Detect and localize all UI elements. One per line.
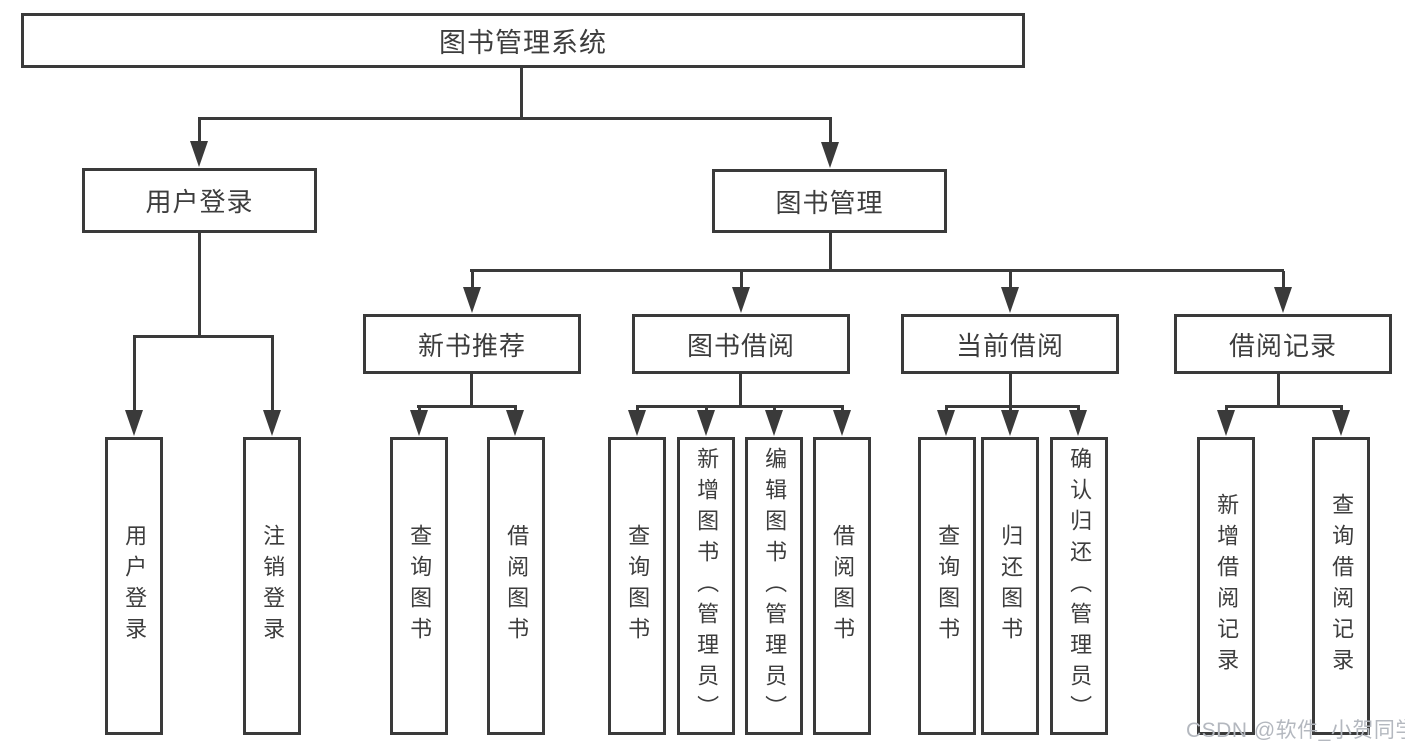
leaf-borrow-books-recommend: 借阅图书 [487,437,545,735]
leaf-borrow-books-borrowing: 借阅图书 [813,437,871,735]
node-user-login: 用户登录 [82,168,317,233]
connector-line [470,374,473,407]
leaf-add-books-admin: 新增图书（管理员） [677,437,735,735]
leaf-logout: 注销登录 [243,437,301,735]
leaf-label: 新增图书（管理员） [694,446,720,726]
connector-line [636,407,639,412]
connector-line [773,407,776,412]
connector-line [829,233,832,271]
connector-line [198,117,832,120]
connector-line [829,119,832,144]
connector-line [705,407,708,412]
connector-line [1277,374,1280,407]
leaf-label: 编辑图书（管理员） [762,446,788,726]
leaf-query-borrow-record: 查询借阅记录 [1312,437,1370,735]
arrow-down-icon [263,410,281,436]
leaf-query-books-recommend: 查询图书 [390,437,448,735]
node-book-borrowing: 图书借阅 [632,314,850,374]
leaf-label: 新增借阅记录 [1214,493,1240,679]
connector-line [1282,271,1285,289]
arrow-down-icon [833,410,851,436]
connector-line [945,405,1080,408]
connector-line [470,269,1284,272]
arrow-down-icon [1001,410,1019,436]
leaf-label: 查询图书 [935,524,961,648]
leaf-label: 借阅图书 [830,524,856,648]
leaf-add-borrow-record: 新增借阅记录 [1197,437,1255,735]
leaf-label: 确认归还（管理员） [1067,446,1093,726]
node-library-management-system: 图书管理系统 [21,13,1025,68]
leaf-label: 注销登录 [260,524,286,648]
arrow-down-icon [937,410,955,436]
leaf-label: 归还图书 [998,524,1024,648]
connector-line [198,233,201,337]
leaf-query-books-current: 查询图书 [918,437,976,735]
arrow-down-icon [1274,287,1292,313]
connector-line [417,405,517,408]
connector-line [636,405,844,408]
connector-line [1009,271,1012,289]
arrow-down-icon [697,410,715,436]
connector-line [945,407,948,412]
arrow-down-icon [410,410,428,436]
watermark: CSDN @软件_小贺同学 [1186,719,1405,742]
connector-line [1077,407,1080,412]
connector-line [418,407,421,412]
leaf-confirm-return-admin: 确认归还（管理员） [1050,437,1108,735]
connector-line [739,374,742,407]
leaf-label: 借阅图书 [504,524,530,648]
arrow-down-icon [125,410,143,436]
node-book-management: 图书管理 [712,169,947,233]
leaf-label: 用户登录 [122,524,148,648]
connector-line [1225,405,1343,408]
connector-line [1009,374,1012,407]
connector-line [133,335,274,338]
leaf-return-books: 归还图书 [981,437,1039,735]
connector-line [520,68,523,119]
leaf-user-login: 用户登录 [105,437,163,735]
connector-line [1225,407,1228,412]
arrow-down-icon [628,410,646,436]
connector-line [514,407,517,412]
leaf-label: 查询图书 [407,524,433,648]
arrow-down-icon [1001,287,1019,313]
arrow-down-icon [463,287,481,313]
leaf-label: 查询图书 [625,524,651,648]
leaf-query-books-borrowing: 查询图书 [608,437,666,735]
arrow-down-icon [1217,410,1235,436]
arrow-down-icon [821,142,839,168]
node-new-book-recommend: 新书推荐 [363,314,581,374]
connector-line [198,119,201,143]
leaf-label: 查询借阅记录 [1329,493,1355,679]
arrow-down-icon [1069,410,1087,436]
connector-line [841,407,844,412]
arrow-down-icon [1332,410,1350,436]
arrow-down-icon [765,410,783,436]
connector-line [471,271,474,289]
connector-line [740,271,743,289]
connector-line [1340,407,1343,412]
arrow-down-icon [732,287,750,313]
connector-line [133,337,136,412]
leaf-edit-books-admin: 编辑图书（管理员） [745,437,803,735]
node-borrowing-records: 借阅记录 [1174,314,1392,374]
arrow-down-icon [190,141,208,167]
node-current-borrowing: 当前借阅 [901,314,1119,374]
connector-line [271,337,274,412]
connector-line [1009,407,1012,412]
arrow-down-icon [506,410,524,436]
